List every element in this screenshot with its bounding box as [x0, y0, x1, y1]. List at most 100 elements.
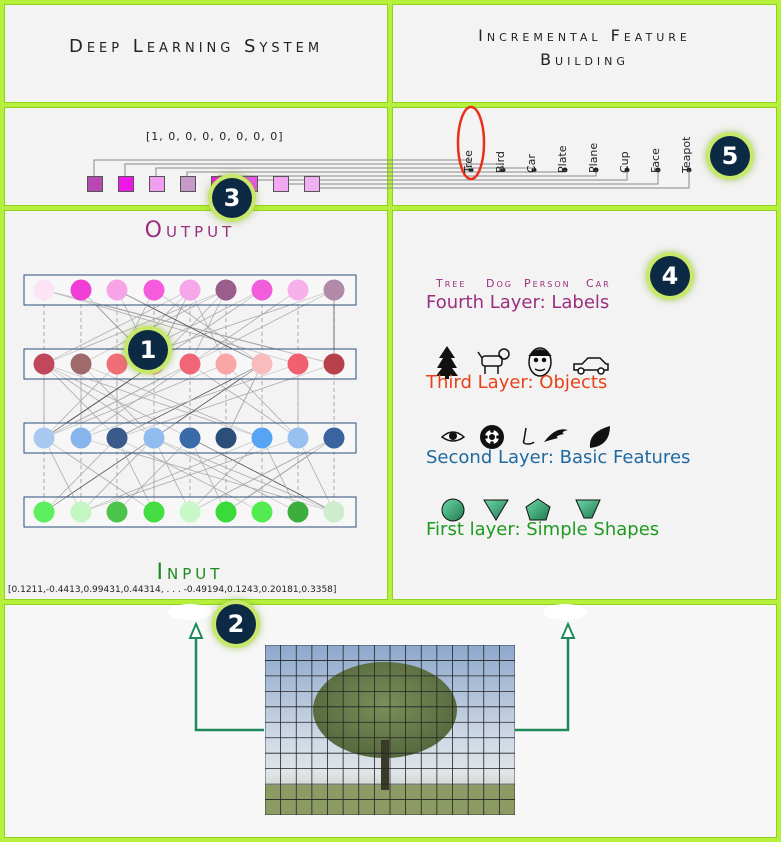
network-edge [116, 289, 263, 365]
network-node [106, 501, 128, 523]
network-node [143, 427, 165, 449]
input-label: Input [156, 560, 224, 585]
car-icon [573, 357, 609, 375]
circle-icon [441, 498, 465, 522]
network-edge [116, 437, 191, 513]
third-layer-icons [436, 346, 609, 379]
network-node [106, 353, 128, 375]
network-edge [189, 437, 335, 513]
network-node [33, 353, 55, 375]
badge-2: 2 [216, 604, 256, 644]
network-edge [153, 363, 263, 439]
leaf-icon [589, 426, 610, 448]
network-node [215, 279, 237, 301]
network-node [215, 501, 237, 523]
funnel-icon [575, 499, 601, 519]
network-edge [80, 437, 299, 513]
output-square [118, 176, 134, 192]
network-node [70, 501, 92, 523]
label-word-car: Car [586, 277, 611, 290]
title-panel-right [388, 0, 781, 107]
network-node [179, 279, 201, 301]
network-node [251, 427, 273, 449]
axis-label-bird: Bird [494, 151, 507, 173]
badge-5: 5 [710, 136, 750, 176]
network-node [323, 353, 345, 375]
face-icon [528, 347, 552, 377]
network-edge [189, 289, 335, 365]
network-edge [43, 437, 155, 513]
network-node [179, 427, 201, 449]
axis-label-cup: Cup [618, 151, 631, 173]
network-edge [225, 363, 299, 439]
first-layer-icons [441, 498, 601, 522]
network-edge [43, 289, 191, 365]
triangle-icon [483, 499, 509, 521]
neural-network [23, 274, 357, 528]
network-edge [43, 437, 118, 513]
network-node [143, 501, 165, 523]
network-edge [189, 437, 227, 513]
network-edge [43, 437, 82, 513]
output-square [149, 176, 165, 192]
right-title-line1: Incremental Feature [478, 26, 691, 45]
axis-label-plane: Plane [587, 142, 600, 173]
axis-label-car: Car [525, 154, 538, 173]
network-edge [225, 363, 263, 439]
network-edge [189, 289, 299, 365]
axis-label-tree: Tree [462, 150, 475, 173]
network-edge [297, 437, 335, 513]
network-node [251, 501, 273, 523]
network-edge [153, 437, 335, 513]
network-node [215, 427, 237, 449]
network-edge [43, 363, 227, 439]
network-edge [189, 437, 263, 513]
label-word-person: Person [524, 277, 571, 290]
output-square [87, 176, 103, 192]
network-node [70, 427, 92, 449]
network-node [251, 279, 273, 301]
feature-layers-panel [388, 206, 781, 604]
network-node [287, 353, 309, 375]
network-edge [225, 437, 335, 513]
fourth-layer-title: Fourth Layer: Labels [426, 292, 610, 313]
output-square [273, 176, 289, 192]
eye-icon [440, 431, 466, 442]
network-node [251, 353, 273, 375]
pentagon-icon [525, 498, 551, 521]
network-node [106, 279, 128, 301]
axis-label-face: Face [649, 148, 662, 173]
second-layer-icons [440, 425, 610, 449]
network-node [287, 501, 309, 523]
output-square [180, 176, 196, 192]
network-node [143, 279, 165, 301]
first-layer-title: First layer: Simple Shapes [426, 519, 660, 540]
network-node [33, 501, 55, 523]
network-node [323, 501, 345, 523]
output-label: Output [144, 218, 236, 243]
label-word-dog: Dog [486, 277, 513, 290]
output-vector-panel [0, 103, 392, 210]
network-edge [43, 289, 299, 365]
network-edge [153, 289, 263, 365]
input-vector: [0.1211,-0.4413,0.99431,0.44314, . . . -… [8, 585, 337, 595]
label-word-tree: Tree [436, 277, 467, 290]
network-node [287, 279, 309, 301]
network-edge [43, 363, 118, 439]
right-title-line2: Building [540, 50, 629, 69]
wheel-icon [480, 425, 504, 449]
network-node [323, 279, 345, 301]
network-edge [43, 363, 155, 439]
second-layer-title: Second Layer: Basic Features [426, 447, 691, 468]
third-layer-title: Third Layer: Objects [426, 372, 608, 393]
network-node [33, 427, 55, 449]
badge-4: 4 [650, 256, 690, 296]
page-title: Deep Learning System [68, 36, 324, 57]
nose-icon [522, 427, 535, 445]
network-node [106, 427, 128, 449]
dog-icon [477, 348, 510, 374]
network-edge [43, 289, 227, 365]
axis-label-plate: Plate [556, 145, 569, 173]
tree-icon [436, 346, 458, 379]
network-node [70, 353, 92, 375]
